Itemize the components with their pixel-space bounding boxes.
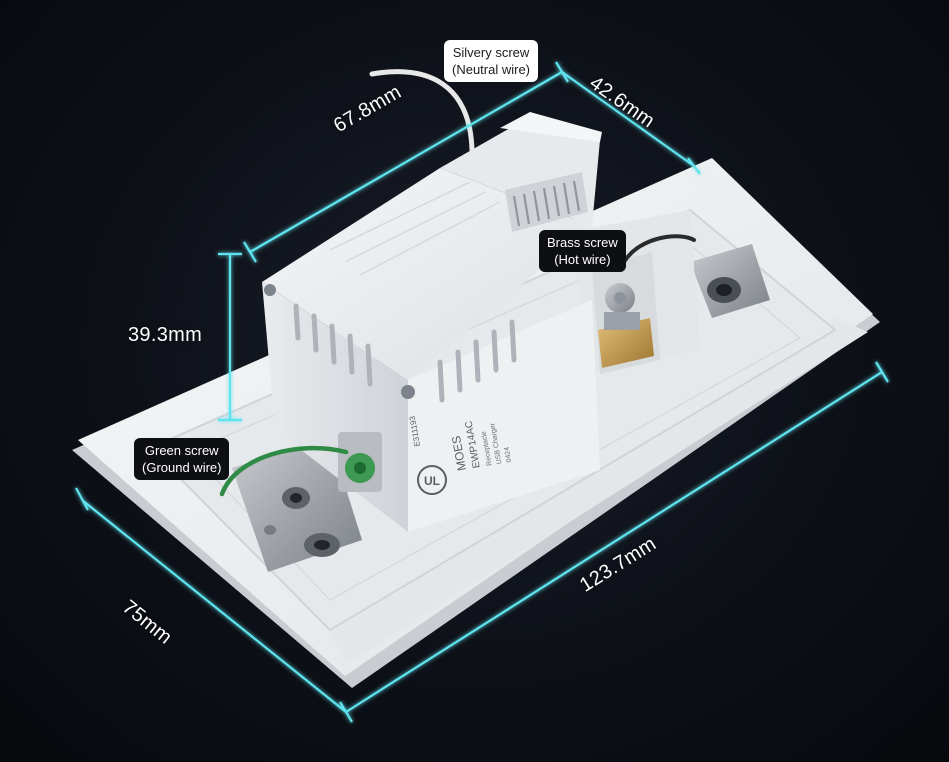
- date-code-mark: 0424: [504, 446, 514, 463]
- callout-silvery-screw: Silvery screw (Neutral wire): [444, 40, 539, 82]
- brand-mark: MOES: [449, 435, 469, 472]
- mounting-ear-right: [690, 244, 770, 318]
- callout-silvery-subtitle: (Neutral wire): [452, 62, 531, 77]
- callout-green-subtitle: (Ground wire): [142, 460, 222, 475]
- callout-green-screw: Green screw (Ground wire): [134, 438, 230, 480]
- receptacle-housing: [262, 112, 700, 532]
- ul-mark: UL: [424, 474, 440, 488]
- callout-green-title: Green screw: [144, 443, 219, 458]
- dimension-height: 39.3mm: [128, 324, 203, 346]
- dimension-lines: [75, 61, 889, 723]
- callout-brass-title: Brass screw: [547, 235, 618, 250]
- callout-brass-subtitle: (Hot wire): [554, 252, 611, 267]
- neutral-wire: [369, 69, 475, 153]
- ground-wire: [219, 445, 349, 497]
- hot-wire: [622, 234, 696, 264]
- callout-silvery-title: Silvery screw: [452, 45, 530, 60]
- green-ground-screw: [338, 432, 382, 492]
- callout-brass-screw: Brass screw (Hot wire): [539, 230, 626, 272]
- brass-terminal: [592, 252, 660, 374]
